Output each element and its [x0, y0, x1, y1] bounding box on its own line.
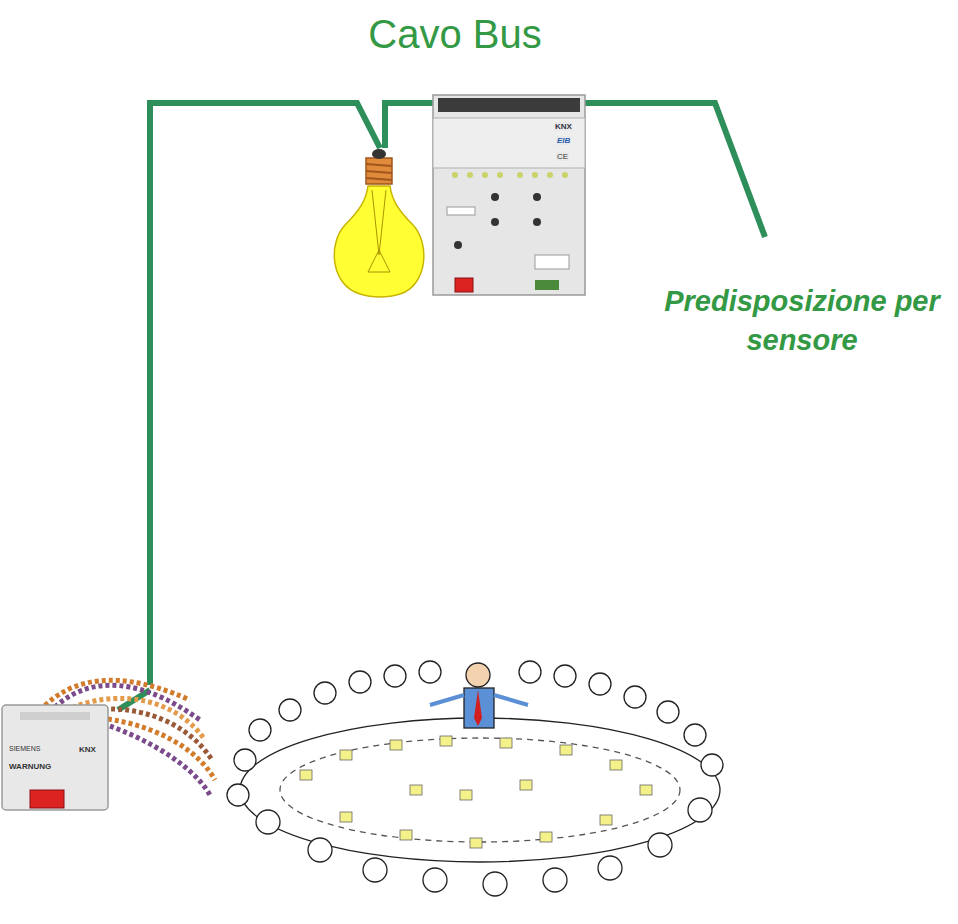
standard-label: KNX: [554, 122, 573, 131]
sensor-note: Predisposizione per sensore: [652, 282, 952, 360]
standard-label: KNX: [78, 745, 97, 754]
light-bulb: [334, 149, 424, 297]
din-actuator: [433, 95, 585, 295]
bus-coupler-device: [2, 680, 215, 810]
diagram-title: Cavo Bus: [368, 12, 541, 57]
brand-label: SIEMENS: [8, 745, 42, 752]
meeting-cartoon: [227, 661, 723, 896]
warning-label: WARNUNG: [8, 762, 52, 771]
mark-label: CE: [556, 152, 569, 161]
standard-label: EIB: [556, 136, 571, 145]
